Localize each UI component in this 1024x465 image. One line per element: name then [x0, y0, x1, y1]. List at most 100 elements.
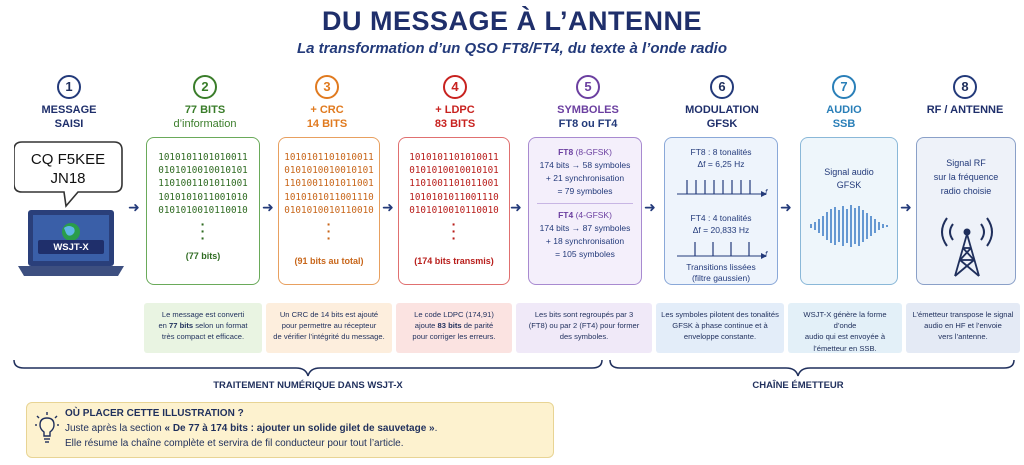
bit-row: 1010101101010011 [284, 152, 374, 163]
desc-line: L’émetteur transpose le signal [912, 310, 1014, 319]
arrow-right-icon: ➜ [382, 199, 394, 215]
bit-row: 0101010010110010 [409, 204, 499, 216]
desc-fragment: selon un format [193, 321, 248, 331]
desc-line: WSJT-X génère la forme d’onde [803, 310, 887, 331]
ft8-label: FT8 [558, 147, 574, 157]
step-title-6: MODULATION GFSK [662, 103, 782, 131]
desc-line: en 77 bits selon un format [149, 320, 257, 331]
step-title-sub: SAISI [54, 118, 84, 130]
transitions-block: Transitions lissées (filtre gaussien) [665, 262, 777, 284]
step-title-sub: FT8 ou FT4 [558, 118, 618, 130]
laptop-base [18, 266, 124, 276]
desc-ldpc: Le code LDPC (174,91) ajoute 83 bits de … [396, 303, 512, 353]
rf-label-3: radio choisie [940, 186, 992, 196]
step-title-8: RF / ANTENNE [905, 103, 1024, 117]
filter-label: (filtre gaussien) [691, 273, 751, 283]
ft8-line-3: = 79 symboles [557, 186, 613, 196]
lightbulb-icon [35, 412, 59, 443]
desc-fragment: ajoute [414, 321, 438, 331]
tip-heading: OÙ PLACER CETTE ILLUSTRATION ? [65, 408, 244, 419]
step-title-main: SYMBOLES [557, 104, 619, 116]
message-text: CQ F5KEE JN18 [14, 150, 122, 188]
desc-77-bits: Le message est converti en 77 bits selon… [144, 303, 262, 353]
tip-line-2: Elle résume la chaîne complète et servir… [65, 438, 404, 449]
ft4-spectrum [677, 242, 767, 259]
card-footer: (77 bits) [185, 251, 221, 261]
desc-modulation: Les symboles pilotent des tonalités GFSK… [656, 303, 784, 353]
tip-box: OÙ PLACER CETTE ILLUSTRATION ? Juste apr… [26, 402, 554, 458]
desc-line: des symboles. [559, 332, 609, 342]
ft8-line-1: 174 bits → 58 symboles [539, 160, 631, 170]
desc-fragment: de parité [461, 321, 494, 331]
step-number-1: 1 [57, 75, 81, 99]
ft8-spectrum [677, 180, 767, 197]
step-number-3: 3 [315, 75, 339, 99]
transitions-label: Transitions lissées [686, 262, 756, 272]
ft8-tones-block: FT8 : 8 tonalités Δf = 6,25 Hz [665, 146, 777, 170]
step-title-main: + LDPC [435, 104, 475, 116]
page-subtitle: La transformation d’un QSO FT8/FT4, du t… [296, 40, 728, 57]
ft8-line-2: + 21 synchronisation [545, 173, 625, 183]
step-title-main: 77 BITS [184, 104, 226, 116]
card-modulation: FT8 : 8 tonalités Δf = 6,25 Hz f FT4 : 4… [664, 137, 778, 285]
bit-row: 1010101011001110 [284, 191, 374, 203]
step-number-2: 2 [193, 75, 217, 99]
axis-label-f: f [765, 250, 768, 259]
ft4-symbols: FT4 (4-GFSK) 174 bits → 87 symboles + 18… [529, 209, 641, 261]
desc-bold: 83 bits [437, 321, 462, 331]
ft8-symbols: FT8 (8-GFSK) 174 bits → 58 symboles + 21… [529, 146, 641, 198]
desc-line: de vérifier l’intégrité du message. [273, 332, 385, 342]
desc-line: GFSK à phase continue et à [672, 321, 768, 331]
card-footer: (174 bits transmis) [414, 256, 494, 266]
tip-line-1: Juste après la section « De 77 à 174 bit… [65, 423, 437, 434]
ft4-line-2: + 18 synchronisation [545, 236, 625, 246]
message-line-2: JN18 [50, 170, 86, 187]
ft4-label: FT4 [558, 210, 574, 220]
bit-row: 1010101101010011 [409, 152, 499, 163]
bit-row: 1010101011001010 [158, 191, 248, 203]
ft4-spacing: Δf = 20,833 Hz [692, 225, 750, 235]
waveform-icon [810, 205, 888, 247]
step-title-4: + LDPC 83 BITS [395, 103, 515, 131]
axis-arrow-icon [761, 191, 767, 197]
desc-line: Les bits sont regroupés par 3 [534, 310, 634, 319]
ellipsis-icon: ··· [451, 216, 457, 247]
arrow-right-icon: ➜ [128, 199, 140, 215]
laptop-label: WSJT-X [53, 242, 89, 253]
step-number-6: 6 [710, 75, 734, 99]
desc-line: Les symboles pilotent des tonalités [661, 310, 779, 319]
desc-line: ajoute 83 bits de parité [401, 320, 507, 331]
divider [537, 203, 633, 204]
step-title-sub: d’information [173, 118, 237, 130]
bit-row: 1101001101011001 [284, 178, 374, 190]
audio-label: Signal audio GFSK [801, 166, 897, 192]
rf-label: Signal RF sur la fréquence radio choisie [917, 156, 1015, 198]
rf-label-1: Signal RF [946, 158, 986, 168]
ft4-line-3: = 105 symboles [555, 249, 615, 259]
bit-row: 0101010010010101 [284, 165, 374, 177]
desc-line: Un CRC de 14 bits est ajouté [279, 310, 379, 319]
card-rf: Signal RF sur la fréquence radio choisie [916, 137, 1016, 285]
bit-row: 1101001101011001 [158, 178, 248, 190]
ft4-mode: (4-GFSK) [575, 210, 612, 220]
card-symbols: FT8 (8-GFSK) 174 bits → 58 symboles + 21… [528, 137, 642, 285]
bit-row: 0101010010110010 [284, 204, 374, 216]
step-title-main: + CRC [310, 104, 344, 116]
ft4-line-1: 174 bits → 87 symboles [539, 223, 631, 233]
bit-row: 1010101011001110 [409, 191, 499, 203]
desc-line: audio qui est envoyée à [804, 332, 886, 342]
step-number-8: 8 [953, 75, 977, 99]
step-title-7: AUDIO SSB [784, 103, 904, 131]
step-title-main: MODULATION [685, 104, 759, 116]
card-footer: (91 bits au total) [294, 256, 364, 266]
desc-line: Le message est converti [161, 310, 245, 319]
step-title-sub: SSB [832, 118, 856, 130]
desc-symbols: Les bits sont regroupés par 3 (FT8) ou p… [516, 303, 652, 353]
desc-crc: Un CRC de 14 bits est ajouté pour permet… [266, 303, 392, 353]
desc-rf: L’émetteur transpose le signal audio en … [906, 303, 1020, 353]
braces [13, 359, 1015, 377]
arrow-right-icon: ➜ [510, 199, 522, 215]
tip-section-ref: « De 77 à 174 bits : ajouter un solide g… [164, 423, 435, 434]
audio-label-2: GFSK [836, 180, 862, 190]
desc-line: très compact et efficace. [161, 332, 245, 342]
